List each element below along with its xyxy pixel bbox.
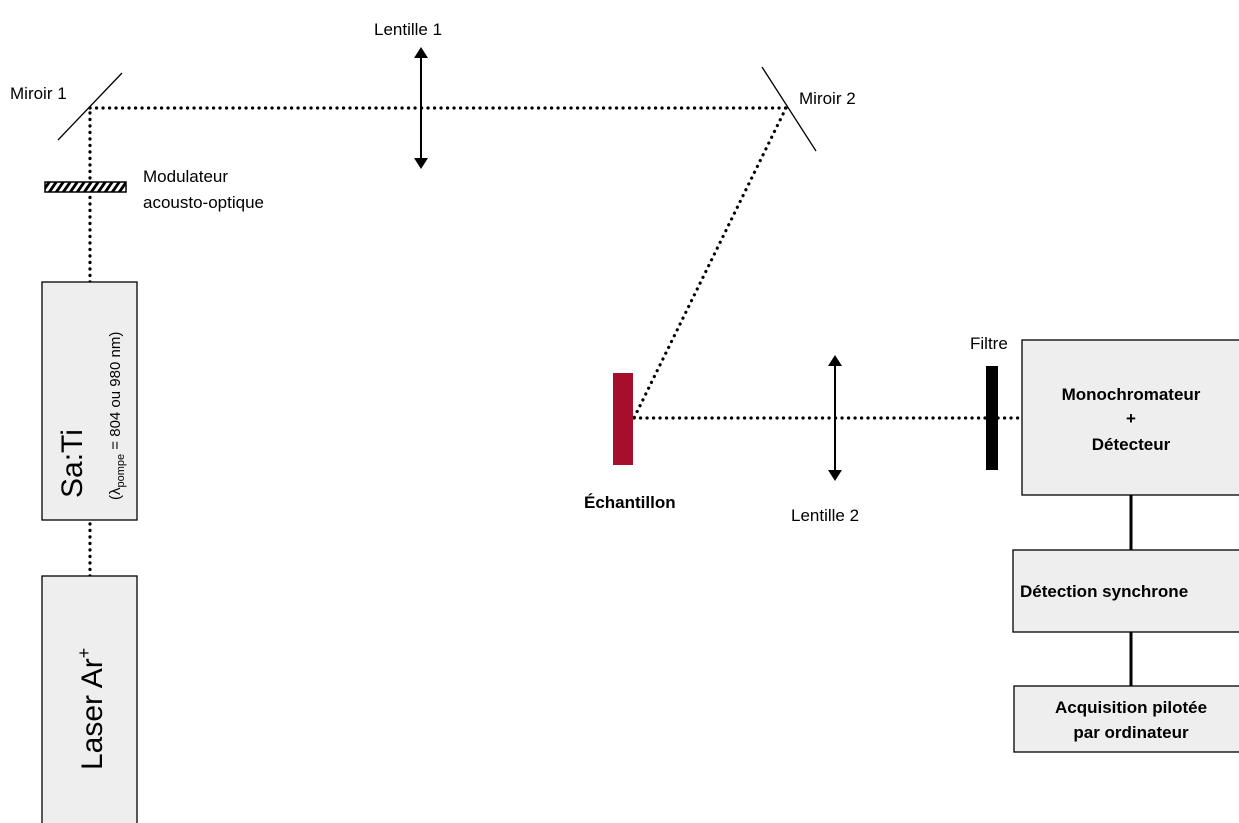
filter-label: Filtre	[970, 334, 1008, 353]
sati-lambda-sub: pompe	[115, 454, 127, 488]
acquisition-label-line2: par ordinateur	[1073, 723, 1189, 742]
acquisition-label-line1: Acquisition pilotée	[1055, 698, 1207, 717]
mirror-2	[761, 66, 817, 152]
beam-path	[88, 106, 1024, 578]
sample-label: Échantillon	[584, 493, 676, 512]
sati-lambda-open: (λ	[107, 487, 124, 500]
detector-label: Détecteur	[1092, 435, 1171, 454]
acousto-optic-modulator	[44, 181, 127, 193]
argon-laser-sup: +	[74, 648, 94, 659]
lockin-box	[1012, 549, 1239, 633]
svg-text:Laser Ar+: Laser Ar+	[74, 648, 109, 770]
sati-lambda-rest: = 804 ou 980 nm)	[107, 332, 124, 454]
modulator-label-line2: acousto-optique	[143, 193, 264, 212]
argon-laser-text: Laser Ar+	[74, 648, 109, 770]
monochromator-label: Monochromateur	[1062, 385, 1201, 404]
lockin-label: Détection synchrone	[1020, 582, 1188, 601]
monochromator-plus: +	[1126, 409, 1136, 428]
sati-laser-box	[41, 281, 138, 521]
monochromator-box	[1021, 339, 1239, 496]
sati-wavelength-text: (λpompe = 804 ou 980 nm)	[107, 332, 127, 500]
filter	[986, 366, 998, 470]
lens-1	[414, 47, 428, 169]
acquisition-box	[1013, 685, 1239, 753]
lens-2	[828, 355, 842, 481]
mirror-1	[57, 72, 123, 141]
argon-laser-label: Laser Ar	[76, 658, 109, 770]
lens-1-label: Lentille 1	[374, 20, 442, 39]
sati-laser-text: Sa:Ti	[56, 429, 89, 498]
lens-2-label: Lentille 2	[791, 506, 859, 525]
modulator-label-line1: Modulateur	[143, 167, 228, 186]
argon-laser-box	[41, 575, 138, 823]
sati-label: Sa:Ti	[56, 429, 89, 498]
sample	[613, 373, 633, 465]
mirror-2-label: Miroir 2	[799, 89, 856, 108]
mirror-1-label: Miroir 1	[10, 84, 67, 103]
svg-text:(λpompe = 804 ou 980 nm): (λpompe = 804 ou 980 nm)	[107, 332, 127, 500]
